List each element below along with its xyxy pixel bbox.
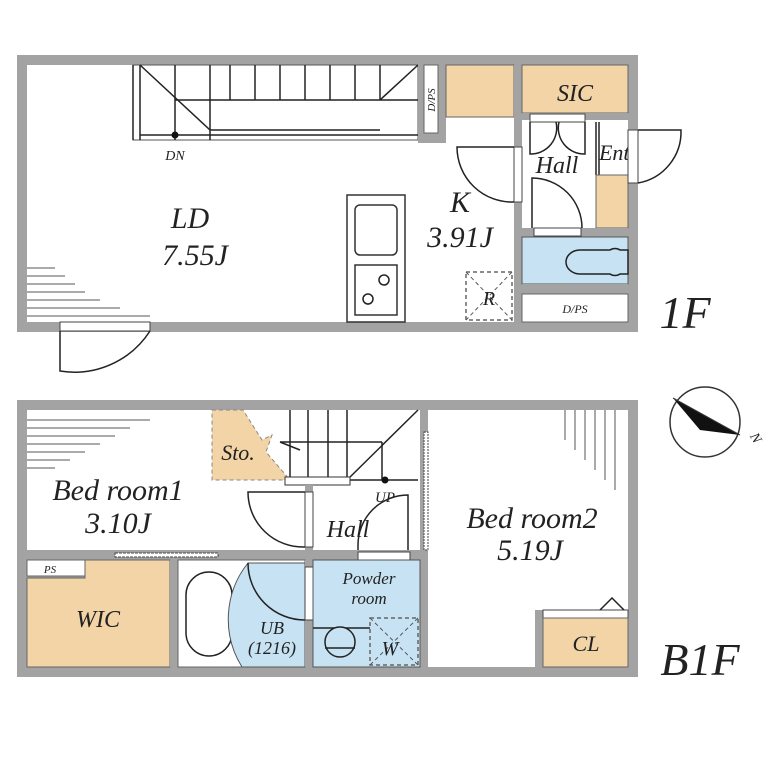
sic-room — [521, 64, 629, 114]
bath-door[interactable] — [247, 562, 306, 621]
stove-icon — [354, 264, 398, 316]
ps-label: PS — [43, 564, 57, 576]
sink-icon — [354, 204, 398, 256]
hall-b1f-label: Hall — [326, 517, 370, 543]
window-light-lines-b1f — [27, 410, 616, 490]
powder-label-1: Powder — [342, 569, 396, 588]
dps-vertical-box — [423, 64, 439, 134]
powder-room-door[interactable] — [357, 494, 409, 553]
cl-label: CL — [573, 631, 600, 656]
floor-1f-label: 1F — [659, 287, 711, 338]
entrance-door[interactable] — [637, 129, 682, 184]
ps-box — [26, 559, 86, 577]
floor-b1f-label: B1F — [660, 634, 740, 685]
bathtub-icon — [185, 571, 233, 657]
stairs-dn-label: DN — [164, 149, 185, 164]
washer-space — [369, 617, 419, 666]
dps-horizontal-box — [521, 293, 629, 323]
refrigerator-space — [465, 271, 513, 321]
k-label: K — [449, 186, 472, 219]
bed-room1-label: Bed room1 — [52, 474, 183, 507]
k-size: 3.91J — [426, 221, 495, 254]
washer-label: W — [382, 638, 401, 660]
dps-vertical-label: D/PS — [426, 88, 438, 113]
shoe-storage — [595, 174, 629, 229]
ub-size: (1216) — [248, 638, 296, 659]
bed-room2-label: Bed room2 — [466, 502, 597, 535]
ld-exterior-door[interactable] — [59, 330, 151, 373]
bed-room1-size: 3.10J — [84, 507, 153, 540]
floor-1f: DN D/PS SIC Hall Ent. D/PS — [17, 55, 711, 373]
floor-b1f: Sto. UP Hall PS WIC — [17, 400, 740, 685]
kitchen-door[interactable] — [456, 146, 515, 203]
storage-1f — [445, 64, 515, 118]
dps-horizontal-label: D/PS — [561, 302, 587, 316]
sto-label: Sto. — [221, 440, 255, 465]
compass-north-label: N — [746, 430, 764, 447]
refrigerator-label: R — [482, 288, 495, 310]
bed-room2-size: 5.19J — [497, 534, 565, 567]
ub-label: UB — [260, 618, 284, 638]
ub-floor — [227, 562, 306, 668]
compass: N — [669, 386, 764, 458]
washbasin-icon — [324, 626, 356, 658]
powder-label-2: room — [351, 589, 386, 608]
toilet-door[interactable] — [531, 177, 583, 229]
toilet-icon — [565, 247, 629, 277]
hall-1f-label: Hall — [535, 153, 579, 179]
bed-room1-door[interactable] — [247, 491, 306, 548]
window-light-lines — [27, 267, 150, 317]
ld-label: LD — [170, 202, 210, 235]
ld-size: 7.55J — [162, 239, 230, 272]
staircase-b1f — [279, 409, 419, 486]
sic-label: SIC — [557, 81, 594, 107]
sic-double-door[interactable] — [529, 121, 586, 155]
wic-label: WIC — [76, 607, 121, 633]
stairs-up-label: UP — [375, 490, 395, 506]
staircase-1f — [132, 64, 419, 141]
sto-room — [211, 409, 292, 481]
kitchen-counter — [346, 194, 406, 323]
cl-closet — [542, 617, 629, 668]
